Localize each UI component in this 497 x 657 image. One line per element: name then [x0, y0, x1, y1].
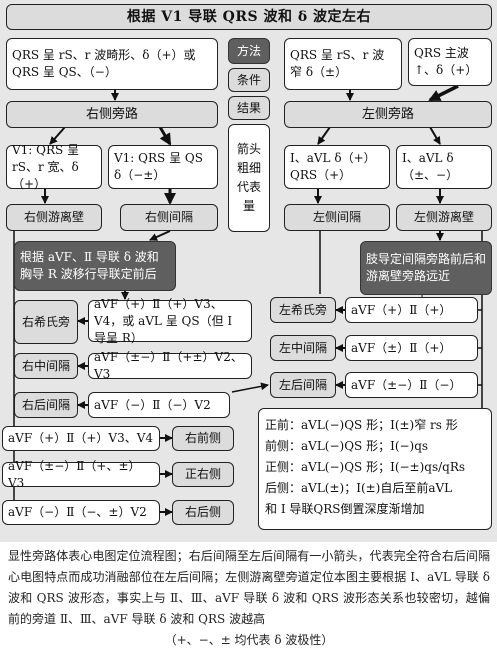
left-midseptal-result: 左中间隔 — [270, 335, 336, 361]
left-posteroseptal-result: 左后间隔 — [270, 372, 336, 398]
right-pathway: 右侧旁路 — [6, 101, 218, 128]
right-lateral-condition: aVF（±−）Ⅱ（+、±）V3 — [2, 459, 160, 490]
left-side-criteria-1: QRS 呈 rS、r 波窄 δ（±） — [284, 38, 402, 90]
right-anteroseptal-condition: aVF（+）Ⅱ（+）V3、V4，或 aVL 呈 QS（但 Ⅰ 导呈 R） — [88, 297, 252, 345]
legend-result: 结果 — [228, 96, 270, 120]
caption-note: （+、−、± 均代表 δ 波极性） — [164, 633, 334, 647]
left-wall-line-1: 正前：aVL(−)QS 形；Ⅰ(±)窄 rs 形 — [265, 418, 458, 432]
right-lateral-result: 正右侧 — [172, 462, 234, 487]
left-anteroseptal-result: 左希氏旁 — [270, 297, 336, 323]
right-posteroseptal-condition: aVF（−）Ⅱ（−）V2 — [88, 392, 230, 418]
legend-condition: 条件 — [228, 68, 270, 92]
legend-arrow-note: 箭头粗细代表量 — [228, 124, 270, 232]
left-wall-line-5: 和 Ⅰ 导联QRS倒置深度渐增加 — [265, 502, 425, 516]
left-sub-criteria-1: Ⅰ、aVL δ（+）QRS（+） — [284, 145, 390, 189]
figure-caption: 显性旁路体表心电图定位流程图；右后间隔至左后间隔有一小箭头，代表完全符合右后间隔… — [8, 546, 490, 651]
right-sub-criteria-2: V1: QRS 呈 QS δ（−±） — [108, 145, 218, 189]
left-wall-method: 肢导定间隔旁路前后和游离壁旁路远近 — [360, 241, 492, 295]
diagram-title: 根据 V1 导联 QRS 波和 δ 波定左右 — [6, 4, 492, 30]
left-pathway: 左侧旁路 — [284, 101, 492, 128]
right-posterior-result: 右后侧 — [172, 500, 234, 525]
left-free-wall-detail: 正前：aVL(−)QS 形；Ⅰ(±)窄 rs 形 前侧：aVL(−)QS 形；Ⅰ… — [258, 408, 492, 530]
left-midseptal-condition: aVF（±）Ⅱ（+） — [345, 335, 478, 361]
right-posterior-condition: aVF（−）Ⅱ（−、±）V2 — [2, 500, 160, 525]
right-anterior-result: 右前侧 — [172, 426, 234, 451]
left-sub-criteria-2: Ⅰ、aVL δ（±、−） — [396, 145, 492, 189]
right-sub-criteria-1: V1: QRS 呈 rS、r 宽、δ（+） — [6, 143, 102, 191]
right-midseptal-result: 右中间隔 — [14, 353, 78, 379]
right-septum-method: 根据 aVF、Ⅱ 导联 δ 波和胸导 R 波移行导联定前后 — [14, 241, 176, 291]
left-wall-line-3: 正侧：aVL(−)QS 形；Ⅰ(−±)qs/qRs — [265, 460, 466, 474]
right-posteroseptal-result: 右后间隔 — [14, 392, 78, 418]
left-wall-line-4: 后侧：aVL(±)；Ⅰ(±)自后至前aVL — [265, 481, 453, 495]
right-midseptal-condition: aVF（±−）Ⅱ（+±）V2、V3 — [88, 350, 252, 381]
right-free-wall: 右侧游离壁 — [6, 204, 102, 231]
left-septum: 左侧间隔 — [284, 204, 390, 231]
left-side-criteria-2: QRS 主波↑、δ（+） — [408, 38, 492, 86]
left-posteroseptal-condition: aVF（±−）Ⅱ（−） — [345, 372, 478, 398]
caption-text: 显性旁路体表心电图定位流程图；右后间隔至左后间隔有一小箭头，代表完全符合右后间隔… — [8, 549, 490, 626]
right-anteroseptal-result: 右希氏旁 — [14, 300, 78, 344]
right-septum: 右侧间隔 — [120, 204, 218, 231]
right-anterior-condition: aVF（+）Ⅱ（+）V3、V4 — [2, 426, 160, 451]
left-wall-line-2: 前侧：aVL(−)QS 形；Ⅰ(−)qs — [265, 439, 429, 453]
legend-method: 方法 — [228, 38, 270, 64]
left-anteroseptal-condition: aVF（+）Ⅱ（+） — [345, 297, 478, 323]
flowchart: 根据 V1 导联 QRS 波和 δ 波定左右 QRS 呈 rS、r 波畸形、δ（… — [0, 0, 497, 542]
left-free-wall: 左侧游离壁 — [396, 204, 492, 231]
right-side-criteria: QRS 呈 rS、r 波畸形、δ（+）或 QRS 呈 QS、（−） — [6, 38, 218, 90]
